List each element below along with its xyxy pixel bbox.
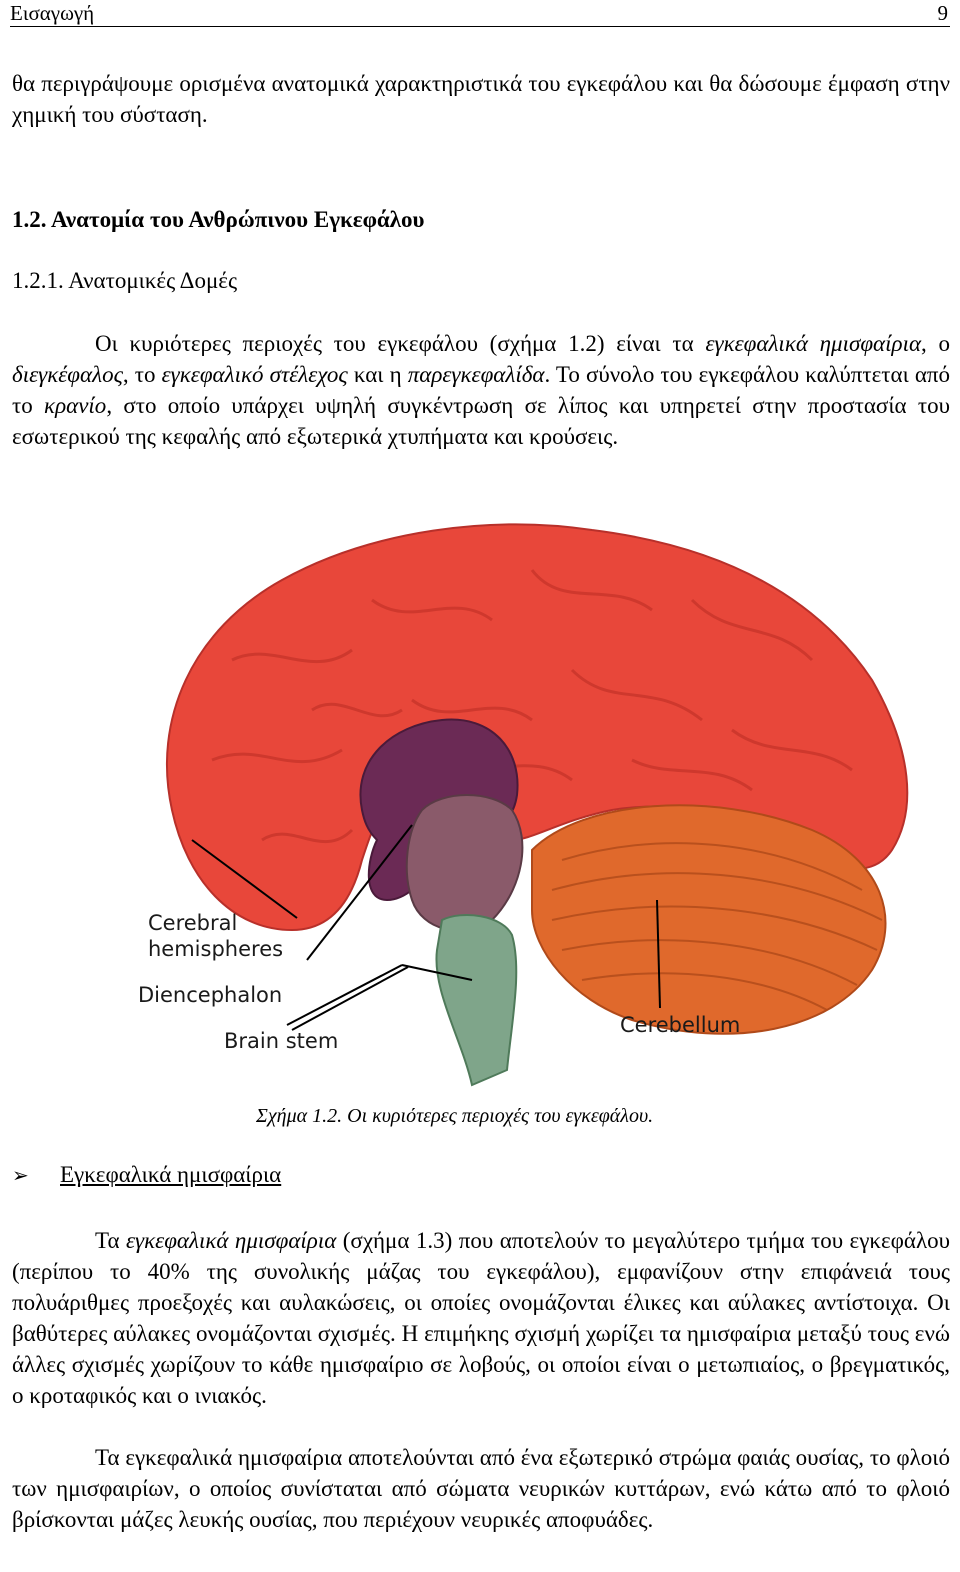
subsection-heading: 1.2.1. Ανατομικές Δομές	[12, 268, 238, 293]
brain-stem-upper	[405, 794, 524, 932]
label-diencephalon: Diencephalon	[138, 983, 282, 1007]
term-brain-stem: εγκεφαλικό στέλεχος	[161, 362, 348, 387]
chapter-title: Εισαγωγή	[10, 1, 95, 25]
bullet-heading: ➢ Εγκεφαλικά ημισφαίρια	[12, 1162, 281, 1188]
term-cerebral-hemispheres: εγκεφαλικά ημισφαίρια	[705, 331, 922, 356]
paragraph-anatomy: Οι κυριότερες περιοχές του εγκεφάλου (σχ…	[12, 328, 950, 452]
figure-caption: Σχήμα 1.2. Οι κυριότερες περιοχές του εγ…	[256, 1105, 654, 1127]
section-heading: 1.2. Ανατομία του Ανθρώπινου Εγκεφάλου	[12, 207, 425, 232]
label-cerebral-1: Cerebral	[148, 911, 237, 935]
cerebellum-shape	[531, 804, 887, 1035]
term-diencephalon: διεγκέφαλος	[12, 362, 123, 387]
cerebellum-folia	[551, 842, 883, 1011]
text-run: , ο	[921, 331, 951, 356]
text-run: Τα	[95, 1228, 126, 1253]
text-run: Οι κυριότερες περιοχές του εγκεφάλου (σχ…	[95, 331, 706, 356]
text-run: , το	[122, 362, 162, 387]
term-skull: κρανίο	[44, 393, 107, 418]
arrow-bullet-icon: ➢	[12, 1163, 29, 1187]
text-run: , στο οποίο υπάρχει υψηλή συγκέντρωση σε…	[12, 393, 950, 449]
text-run: (σχήμα 1.3) που αποτελούν το μεγαλύτερο …	[12, 1228, 950, 1408]
text-run: . Το σύνολο του εγκεφάλου καλύπτεται από…	[12, 362, 951, 418]
label-brain-stem: Brain stem	[224, 1029, 338, 1053]
text-run: και η	[347, 362, 408, 387]
brain-figure: Cerebral hemispheres Diencephalon Brain …	[112, 510, 924, 1092]
leader-lines	[191, 824, 661, 1031]
brain-illustration: Cerebral hemispheres Diencephalon Brain …	[138, 523, 909, 1087]
page-number: 9	[937, 1, 949, 25]
label-cerebral-2: hemispheres	[148, 937, 283, 961]
bullet-text: Εγκεφαλικά ημισφαίρια	[60, 1162, 282, 1187]
paragraph-cortex: Τα εγκεφαλικά ημισφαίρια αποτελούνται απ…	[12, 1445, 950, 1532]
term-cerebral-hemispheres: εγκεφαλικά ημισφαίρια	[125, 1228, 337, 1253]
term-cerebellum: παρεγκεφαλίδα	[407, 362, 545, 387]
intro-paragraph: θα περιγράψουμε ορισμένα ανατομικά χαρακ…	[12, 71, 950, 127]
brain-stem-shape	[435, 914, 518, 1087]
paragraph-hemispheres: Τα εγκεφαλικά ημισφαίρια (σχήμα 1.3) που…	[12, 1225, 950, 1411]
label-cerebellum: Cerebellum	[620, 1013, 740, 1037]
page-header: Εισαγωγή 9	[10, 0, 950, 27]
